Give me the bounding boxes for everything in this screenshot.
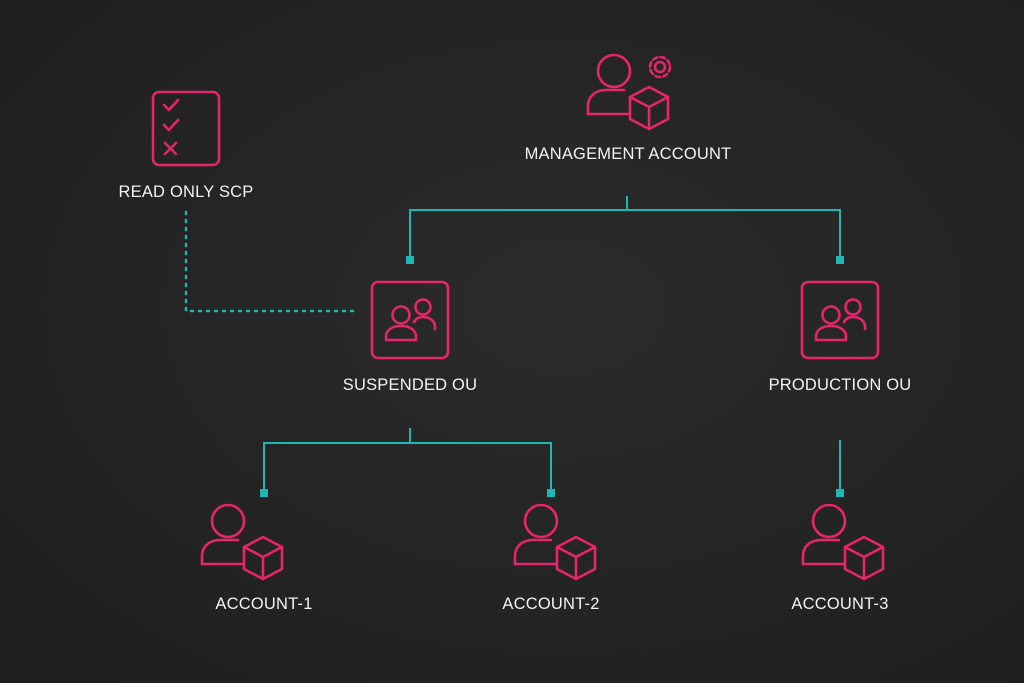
connector-endpoint	[836, 256, 844, 264]
account-3-label: ACCOUNT-3	[791, 595, 889, 613]
user-box-icon	[513, 503, 597, 581]
account-1-label: ACCOUNT-1	[215, 595, 313, 613]
group-icon	[370, 280, 450, 360]
production-ou-label: PRODUCTION OU	[768, 376, 912, 394]
user-box-icon	[200, 503, 284, 581]
connector-endpoint	[836, 489, 844, 497]
suspended-ou-label: SUSPENDED OU	[342, 376, 478, 394]
user-box-gear-icon	[586, 53, 672, 131]
connector-endpoint	[406, 256, 414, 264]
group-icon	[800, 280, 880, 360]
read-only-scp-label: READ ONLY SCP	[118, 183, 254, 201]
account-2-label: ACCOUNT-2	[502, 595, 600, 613]
connector-suspended-to-accounts	[263, 408, 552, 491]
connector-management-to-ous	[409, 176, 841, 258]
user-box-icon	[801, 503, 885, 581]
connector-endpoint	[547, 489, 555, 497]
connector-scp-to-suspended	[184, 210, 357, 313]
management-account-label: MANAGEMENT ACCOUNT	[524, 145, 732, 163]
checklist-icon	[151, 90, 221, 167]
connector-endpoint	[260, 489, 268, 497]
